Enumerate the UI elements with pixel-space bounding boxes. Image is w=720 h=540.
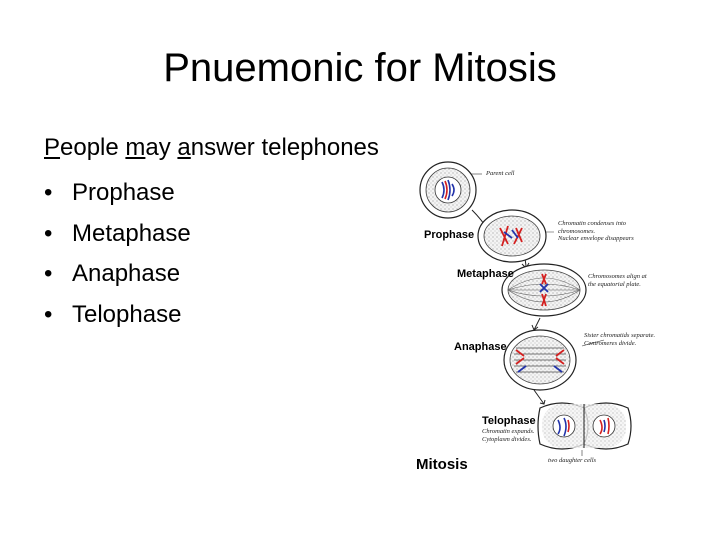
phase-list: • Prophase • Metaphase • Anaphase • Telophas… — [44, 173, 191, 335]
note-anaphase: Sister chromatids separate. Centromeres … — [584, 332, 656, 347]
label-prophase: Prophase — [424, 229, 475, 241]
mitosis-diagram: Parent cell Prophase Metaphase Anaphase … — [404, 160, 684, 480]
note-telophase: Chromatin expands. Cytoplasm divides. — [482, 428, 535, 443]
telophase-cell-icon — [537, 402, 632, 450]
bullet-icon: • — [44, 300, 53, 328]
label-daughter-cells: two daughter cells — [548, 457, 597, 464]
list-item: • Anaphase — [44, 254, 191, 295]
parent-cell-icon — [419, 161, 477, 219]
initial-a: a — [177, 134, 191, 161]
bullet-icon: • — [44, 260, 53, 287]
label-parent-cell: Parent cell — [486, 170, 515, 177]
bullet-icon: • — [44, 219, 53, 247]
prophase-cell-icon — [477, 209, 547, 263]
metaphase-cell-icon — [501, 263, 587, 317]
label-anaphase: Anaphase — [454, 341, 507, 353]
bullet-icon: • — [44, 179, 53, 206]
word-nswer-telephones: nswer telephones — [190, 134, 379, 161]
bullet-text: Anaphase — [72, 260, 181, 287]
list-item: • Telophase — [44, 295, 191, 336]
bullet-text: Metaphase — [72, 219, 191, 247]
slide-title: Pnuemonic for Mitosis — [163, 46, 557, 90]
mnemonic-line: People may answer telephones — [44, 133, 379, 163]
initial-m: m — [125, 134, 146, 161]
mitosis-illustration — [419, 161, 632, 456]
list-item: • Metaphase — [44, 214, 191, 255]
label-telophase: Telophase — [482, 415, 536, 427]
bullet-text: Prophase — [72, 179, 175, 206]
diagram-caption: Mitosis — [416, 456, 468, 473]
anaphase-cell-icon — [503, 329, 577, 391]
note-prophase: Chromatin condenses into chromosomes. Nu… — [558, 220, 634, 242]
note-metaphase: Chromosomes align at the equatorial plat… — [588, 273, 647, 288]
word-eople: eople — [60, 134, 126, 161]
initial-p: P — [44, 134, 61, 161]
bullet-text: Telophase — [72, 300, 182, 328]
list-item: • Prophase — [44, 173, 191, 214]
word-ay: ay — [145, 134, 178, 161]
label-metaphase: Metaphase — [457, 268, 514, 280]
